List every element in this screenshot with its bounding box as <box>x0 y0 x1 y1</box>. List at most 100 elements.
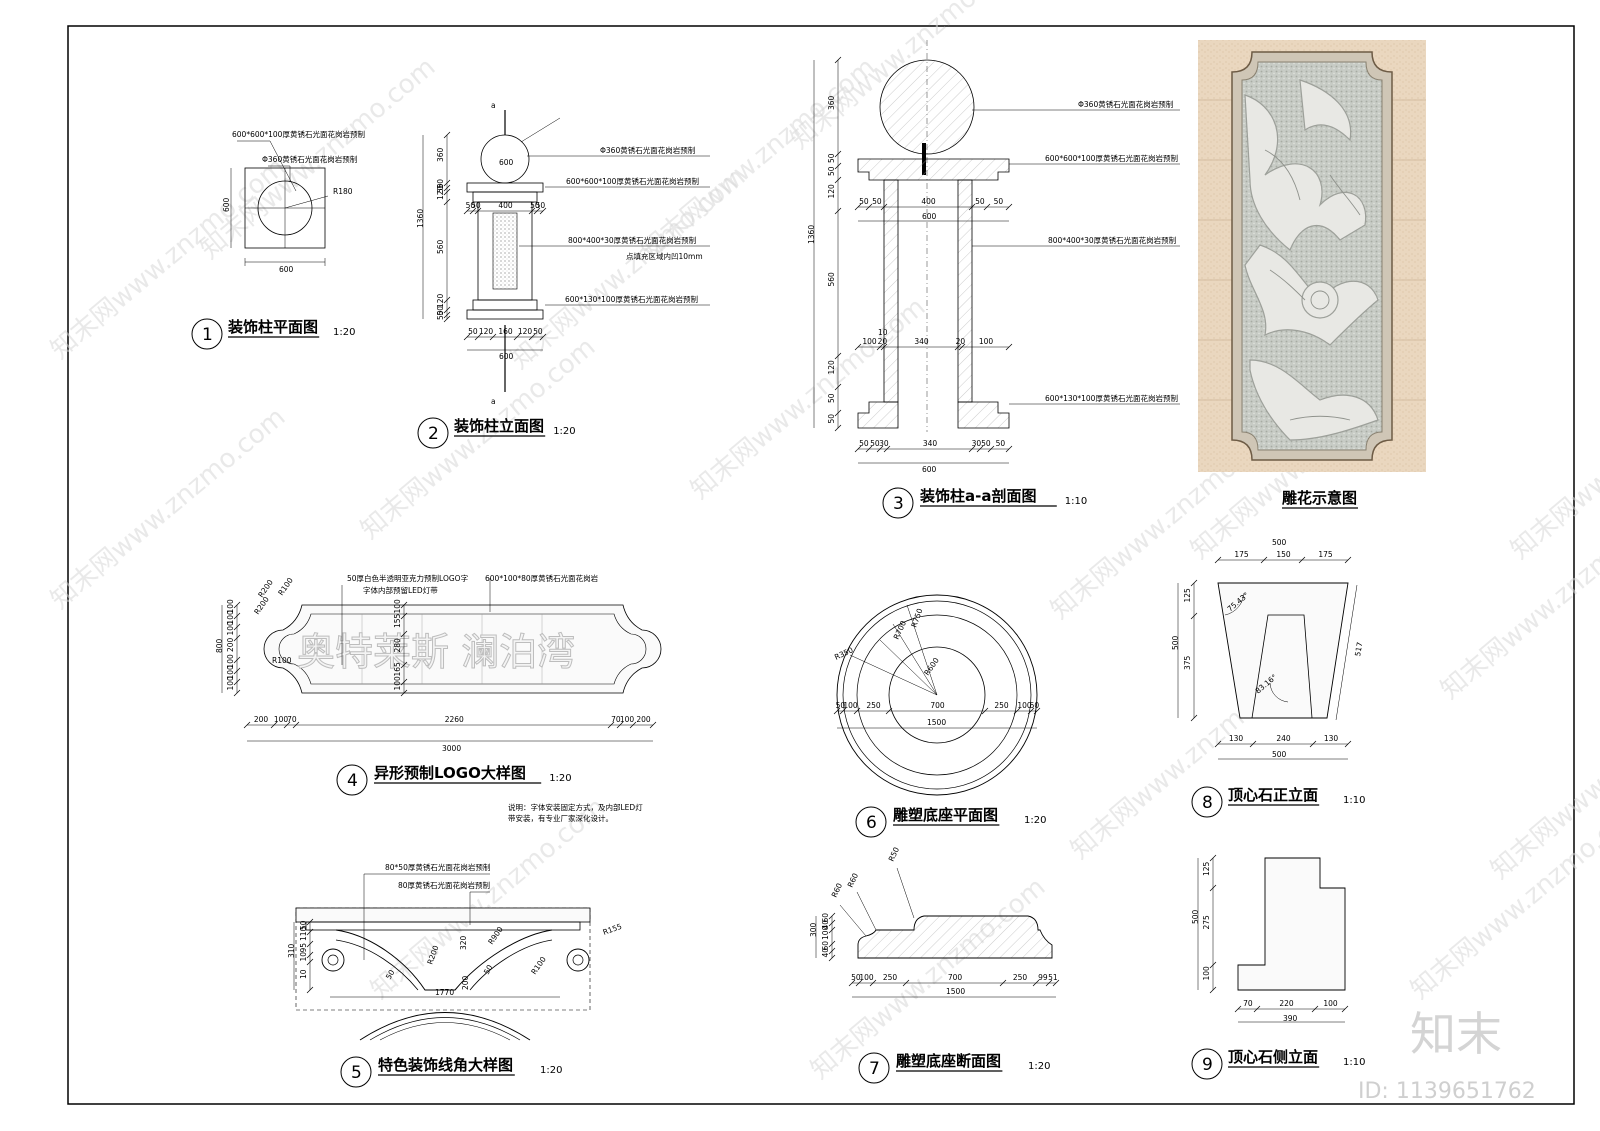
d5-vdim-3: 10 <box>299 952 308 962</box>
d1-width: 600 <box>279 265 294 274</box>
d3-h2dim-3: 20 <box>956 337 966 346</box>
d4-radius-2: R200 <box>252 595 271 616</box>
d3-h1dim-3: 50 <box>975 197 985 206</box>
d2-width: 600 <box>499 352 514 361</box>
d3-vdim-5: 120 <box>827 360 836 375</box>
d2-top-width: 600 <box>499 158 514 167</box>
d4-vdim-3: 200 <box>226 637 235 652</box>
d5-vdim-1: 110 <box>299 926 308 941</box>
d4-hdim-5: 100 <box>620 715 635 724</box>
title-text: 顶心石侧立面 <box>1228 1048 1318 1066</box>
d4-v2dim-1: 155 <box>393 613 402 628</box>
d3-h3dim-3: 340 <box>923 439 938 448</box>
d2-vdim-6: 50 <box>436 306 445 316</box>
d2-vdim-7: 50 <box>436 310 445 320</box>
carving-illustration <box>1198 40 1426 472</box>
d6-total-width: 1500 <box>927 718 946 727</box>
d6-radius-1: R700 <box>892 619 909 641</box>
d1-radius: R180 <box>333 187 353 196</box>
d3-note-c: 800*400*30厚黄锈石光面花岗岩预制 <box>1048 235 1176 245</box>
d4-note-a2: 字体内部预留LED灯带 <box>363 585 438 595</box>
d4-hdim-4: 70 <box>611 715 621 724</box>
title-carving: 雕花示意图 <box>1282 489 1358 509</box>
d8-tdim-0: 175 <box>1234 550 1249 559</box>
d5-radius-0: R155 <box>602 922 624 937</box>
d2-vdim-1: 50 <box>436 179 445 189</box>
d5-seg-1: 320 <box>459 935 468 950</box>
drawing-4-logo-detail: 奥特莱斯 澜泊湾 50厚白色半透明亚克力预制LOGO字 字体内部预留LED灯带 … <box>215 573 662 823</box>
d4-note-2: 带安装，有专业厂家深化设计。 <box>508 813 613 823</box>
sheet-border <box>67 25 1575 1105</box>
d8-bdim-0: 130 <box>1229 734 1244 743</box>
d2-note-b: 600*600*100厚黄锈石光面花岗岩预制 <box>566 176 699 186</box>
d4-note-1: 说明：字体安装固定方式，及内部LED灯 <box>508 802 643 812</box>
d5-radius-1: R900 <box>486 925 505 946</box>
d5-seg-3: 50 <box>482 963 495 976</box>
watermark-5: 知末网www.znzmo.com <box>45 402 291 615</box>
d3-width-1: 600 <box>922 212 937 221</box>
d6-radius-2: R750 <box>909 607 924 629</box>
d4-vdim-4: 100 <box>226 654 235 669</box>
title-number: 8 <box>1202 793 1213 813</box>
d4-vdim-2: 100 <box>226 621 235 636</box>
d2-h1dim-2: 400 <box>498 201 513 210</box>
title-text: 雕塑底座断面图 <box>896 1052 1001 1070</box>
brand-id: ID: 1139651762 <box>1358 1079 1536 1104</box>
title-number: 9 <box>1202 1055 1213 1075</box>
d5-note-a: 80*50厚黄锈石光面花岗岩预制 <box>385 862 490 872</box>
d2-h2dim-4: 50 <box>533 327 543 336</box>
d3-h3dim-0: 50 <box>859 439 869 448</box>
logo-text: 奥特莱斯 澜泊湾 <box>297 630 575 674</box>
d2-vdim-4: 560 <box>436 239 445 254</box>
d3-h1dim-2: 400 <box>921 197 936 206</box>
d3-total-height: 1360 <box>807 225 816 244</box>
title-number: 4 <box>347 771 358 791</box>
drawing-1-column-plan: 600*600*100厚黄锈石光面花岗岩预制 Φ360黄锈石光面花岗岩预制 R1… <box>222 129 365 274</box>
d3-h3dim-5: 50 <box>981 439 991 448</box>
title-text: 雕花示意图 <box>1282 489 1357 507</box>
d3-h1dim-0: 50 <box>859 197 869 206</box>
title-scale: 1:20 <box>553 426 575 437</box>
d3-h2dim-0: 100 <box>862 337 877 346</box>
title-scale: 1:20 <box>1024 815 1046 826</box>
d8-side: 517 <box>1353 641 1364 657</box>
d9-vdim-1: 275 <box>1202 915 1211 930</box>
d1-height: 600 <box>222 197 231 212</box>
d6-hdim-4: 250 <box>994 701 1009 710</box>
d7-total-height: 300 <box>809 922 818 937</box>
d2-total-height: 1360 <box>416 209 425 228</box>
d3-note-b: 600*600*100厚黄锈石光面花岗岩预制 <box>1045 153 1178 163</box>
d6-hdim-1: 100 <box>843 701 858 710</box>
d7-vdim-3: 60 <box>821 941 830 951</box>
d7-vdim-1: 40 <box>821 920 830 930</box>
d7-hdim-0: 50 <box>851 973 861 982</box>
d6-hdim-2: 250 <box>866 701 881 710</box>
d5-vdim-2: 95 <box>299 943 308 953</box>
d4-vdim-5: 100 <box>226 665 235 680</box>
d9-total-height: 500 <box>1191 909 1200 924</box>
d3-vdim-7: 50 <box>827 414 836 424</box>
d2-vdim-3: 120 <box>436 185 445 200</box>
d4-total-width: 3000 <box>442 744 461 753</box>
d2-h2dim-0: 50 <box>468 327 478 336</box>
d9-vdim-2: 100 <box>1202 966 1211 981</box>
d2-h1dim-3: 50 <box>530 201 540 210</box>
d4-vdim-6: 100 <box>226 676 235 691</box>
d2-h2dim-2: 160 <box>498 327 513 336</box>
d4-hdim-1: 100 <box>274 715 289 724</box>
d5-seg-2: 200 <box>461 975 470 990</box>
d4-hdim-3: 2260 <box>445 715 464 724</box>
d2-h2dim-3: 120 <box>518 327 533 336</box>
d7-total-width: 1500 <box>946 987 965 996</box>
d9-bdim-1: 220 <box>1279 999 1294 1008</box>
title-number: 1 <box>202 325 213 345</box>
d3-vdim-2: 50 <box>827 166 836 176</box>
d4-radius-1: R100 <box>276 576 295 597</box>
d5-seg-0: 50 <box>384 968 397 981</box>
